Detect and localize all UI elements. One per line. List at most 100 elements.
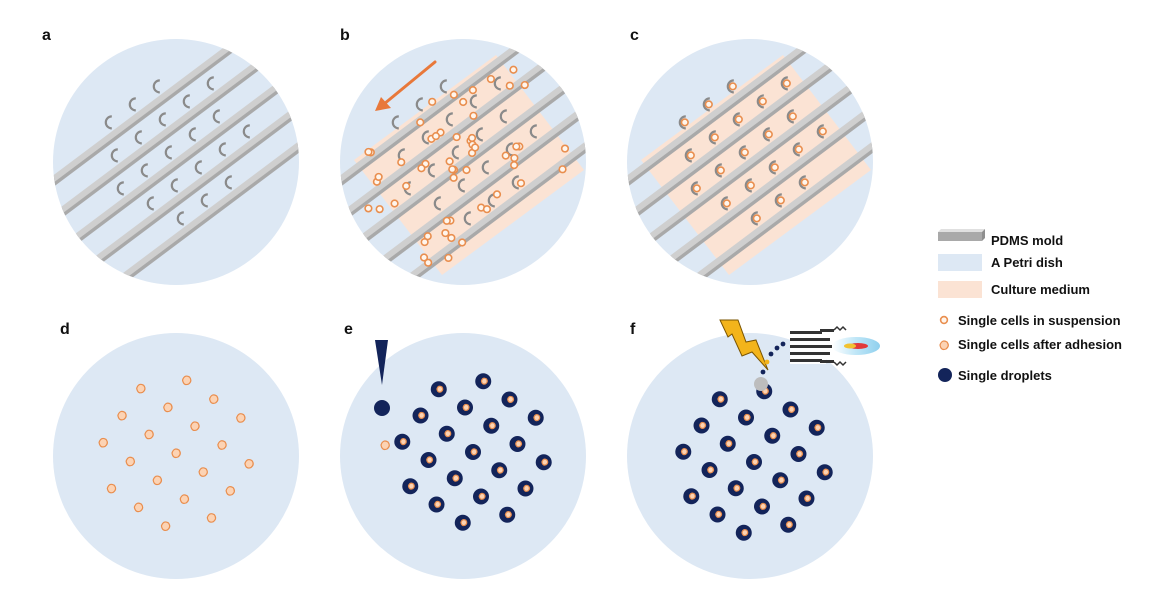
cell-in-suspension <box>402 181 411 191</box>
lightning-icon <box>719 319 769 371</box>
droplets <box>374 373 833 541</box>
legend-label: Culture medium <box>991 282 1090 297</box>
cell-trap <box>128 97 136 112</box>
legend: PDMS mold A Petri dish Culture medium Si… <box>938 229 1122 383</box>
adhered-cell <box>460 519 468 527</box>
cell-in-suspension <box>397 158 406 167</box>
panel-label-e: e <box>344 321 353 338</box>
trapped-cell <box>794 145 803 154</box>
adhered-cell <box>814 424 822 432</box>
cell-traps <box>104 76 824 226</box>
adhered-cell <box>688 492 696 500</box>
cell-trap <box>792 142 800 157</box>
adhered-cell <box>470 448 478 456</box>
cell-in-suspension <box>482 205 492 214</box>
adhered-cell <box>523 484 531 492</box>
pdms-mold-bar <box>53 63 299 261</box>
spray-nozzle <box>754 377 768 391</box>
cell-trap <box>170 178 178 193</box>
cell-in-suspension <box>374 172 383 182</box>
trapped-cell <box>788 112 797 121</box>
cell-trap <box>146 196 154 211</box>
adhered-cell <box>160 521 171 532</box>
adhered-cell <box>788 405 796 413</box>
cell-trap <box>499 109 507 124</box>
pdms-molds <box>53 39 873 285</box>
adhered-cell <box>733 484 741 492</box>
pdms-mold-bar <box>638 87 873 285</box>
cell-trap <box>475 127 483 142</box>
adhered-cell <box>179 494 190 504</box>
cell-in-suspension <box>505 81 514 90</box>
trapped-cell <box>722 199 731 208</box>
cells <box>98 65 827 532</box>
adhered-cell <box>785 521 793 529</box>
legend-label: A Petri dish <box>991 255 1063 270</box>
cell-in-suspension <box>447 233 456 243</box>
cell-in-suspension <box>448 165 457 174</box>
cell-in-suspension <box>462 165 471 175</box>
legend-label: PDMS mold <box>991 233 1063 248</box>
trapped-cell <box>752 214 761 223</box>
adhered-cell <box>725 440 733 448</box>
adhered-cell <box>206 513 217 523</box>
mass-spectrometer-icon <box>790 325 880 367</box>
cell-in-suspension <box>510 153 519 163</box>
adhered-cell <box>699 421 707 429</box>
cell-in-suspension <box>364 147 373 157</box>
legend-item-medium: Culture medium <box>938 281 1090 298</box>
cell-trap <box>134 130 142 145</box>
cell-in-suspension <box>560 144 570 153</box>
adhered-cell <box>515 440 523 448</box>
cell-in-suspension <box>558 165 567 174</box>
trapped-cell <box>686 151 695 160</box>
pdms-mold-bar <box>627 63 873 261</box>
cell-trap <box>493 76 501 91</box>
adhered-cell <box>171 448 181 459</box>
adhered-cell <box>822 468 830 476</box>
cell-trap <box>756 94 764 109</box>
adhered-cell <box>225 486 235 496</box>
adhered-cell <box>462 403 470 411</box>
cell-in-suspension <box>417 164 426 173</box>
adhered-cell <box>426 456 434 464</box>
cell-trap <box>529 124 537 139</box>
cell-in-suspension <box>441 228 450 238</box>
pdms-mold-group <box>340 39 586 285</box>
cell-trap <box>774 193 782 208</box>
trapped-cell <box>728 82 737 91</box>
cell-trap <box>194 160 202 175</box>
adhered-cell <box>541 458 549 466</box>
cell-trap <box>433 196 441 211</box>
adhered-cell <box>98 437 108 448</box>
adhered-cell <box>209 394 219 404</box>
cell-in-suspension <box>431 132 441 141</box>
trapped-cell <box>764 130 773 139</box>
cell-in-suspension <box>452 132 461 142</box>
trapped-cell <box>692 184 701 193</box>
adhered-cell <box>163 402 173 413</box>
cell-trap <box>505 142 513 157</box>
trapped-cell <box>746 181 755 190</box>
adhered-cell <box>181 375 192 386</box>
cell-in-suspension <box>458 238 467 247</box>
cell-in-suspension <box>459 97 468 107</box>
panel-label-a: a <box>42 27 51 44</box>
legend-label: Single cells in suspension <box>958 313 1121 328</box>
cell-trap <box>690 181 698 196</box>
adhered-cell <box>217 440 227 450</box>
dispensing-needle-icon <box>375 340 388 385</box>
cell-trap <box>726 79 734 94</box>
adhered-cell <box>125 456 135 467</box>
cell-in-suspension <box>510 161 519 170</box>
cell-trap <box>152 79 160 94</box>
pdms-mold-bar <box>340 63 586 261</box>
adhered-cell <box>707 466 715 474</box>
cell-trap <box>158 112 166 127</box>
panel-label-f: f <box>630 321 636 338</box>
adhered-cell <box>236 413 246 423</box>
cell-trap <box>798 175 806 190</box>
pdms-mold-group <box>53 39 299 285</box>
cell-in-suspension <box>428 97 437 106</box>
cell-trap <box>744 178 752 193</box>
